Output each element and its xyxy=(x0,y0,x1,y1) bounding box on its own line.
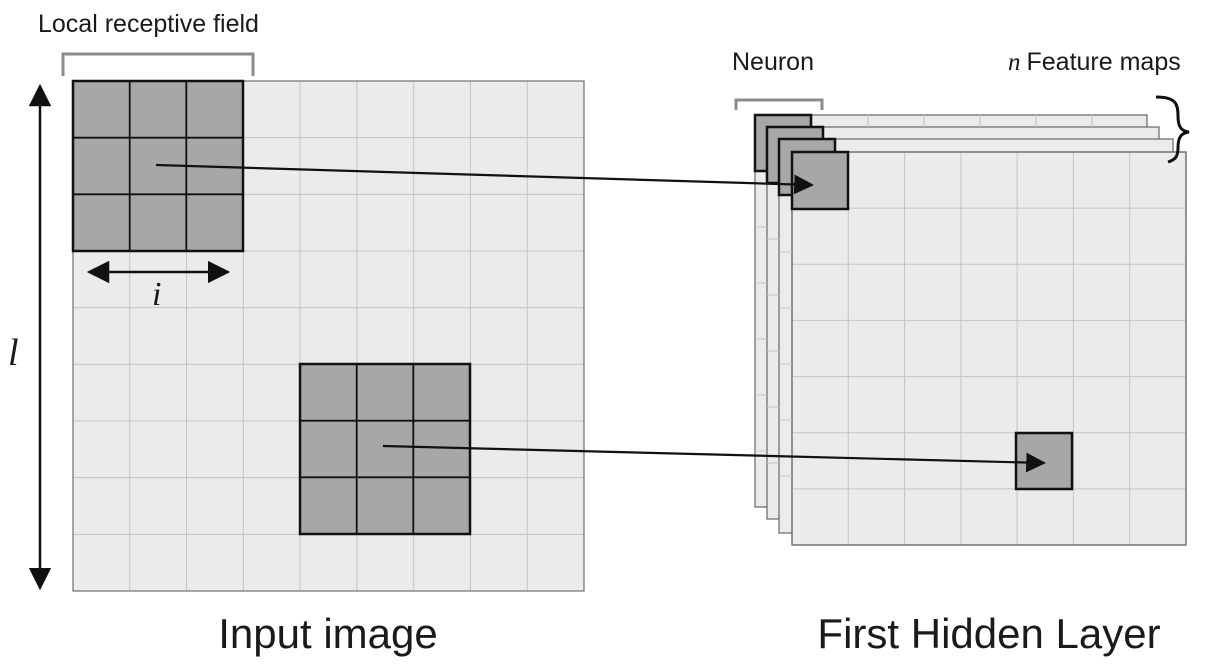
back-map-edge-ticks xyxy=(755,115,1093,477)
feature-map-grid-lines xyxy=(792,152,1186,545)
neuron-1 xyxy=(790,150,850,211)
connection-arrow-2 xyxy=(382,444,1046,473)
connection-arrow-1 xyxy=(155,163,814,195)
receptive-field-patch-2 xyxy=(298,362,472,536)
neuron-bracket xyxy=(734,98,824,110)
input-image-label: Input image xyxy=(218,610,437,657)
n-symbol: n xyxy=(1008,49,1021,76)
neuron-label: Neuron xyxy=(732,48,814,76)
receptive-field-bracket xyxy=(61,52,255,76)
local-receptive-field-label: Local receptive field xyxy=(38,10,259,38)
neuron-2 xyxy=(1014,431,1074,491)
width-symbol: i xyxy=(152,276,161,313)
feature-maps-text: Feature maps xyxy=(1027,48,1181,76)
feature-maps-brace xyxy=(1155,95,1190,164)
feature-maps-stack xyxy=(753,113,1187,546)
first-hidden-layer-label: First Hidden Layer xyxy=(817,610,1160,657)
feature-map-1 xyxy=(791,151,1187,546)
input-image xyxy=(71,79,585,592)
height-symbol: l xyxy=(8,332,19,374)
outer-border xyxy=(72,80,585,592)
